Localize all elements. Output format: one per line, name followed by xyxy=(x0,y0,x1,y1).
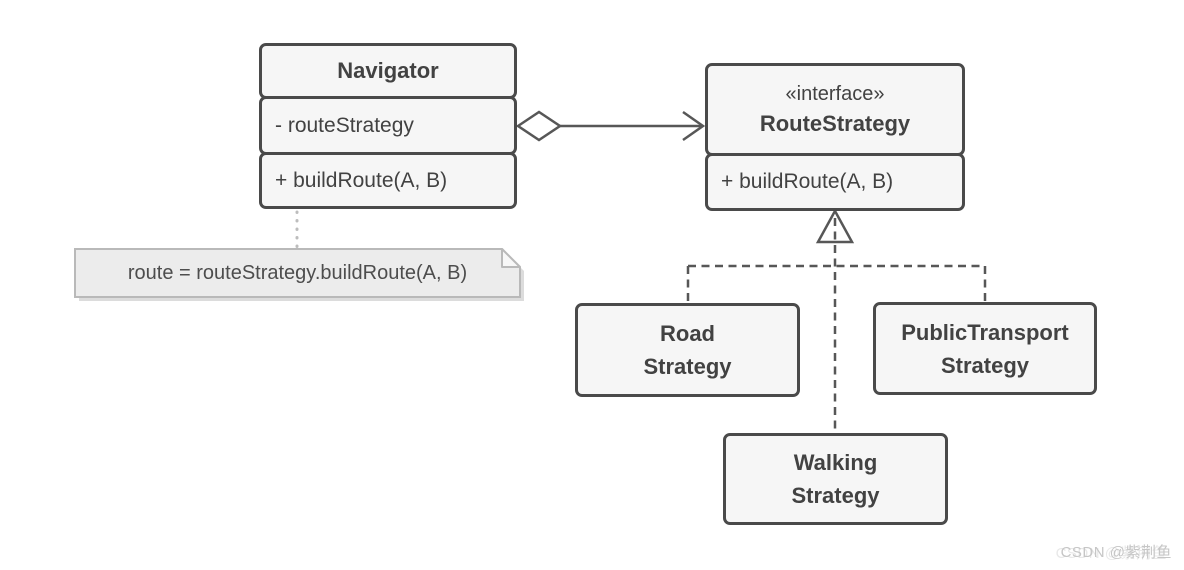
note-shape xyxy=(74,248,521,298)
navigator-attribute-compartment: - routeStrategy xyxy=(259,96,517,155)
route-strategy-interface: «interface» RouteStrategy + buildRoute(A… xyxy=(705,63,965,211)
public-transport-strategy-name-line1: PublicTransport xyxy=(901,319,1069,345)
navigator-operation-compartment: + buildRoute(A, B) xyxy=(259,152,517,209)
public-transport-strategy-name-line2: Strategy xyxy=(940,352,1030,378)
walking-strategy-name-line1: Walking xyxy=(793,450,878,475)
route-strategy-stereotype: «interface» xyxy=(785,83,885,105)
road-strategy-name-line2: Strategy xyxy=(643,354,732,379)
navigator-operation: + buildRoute(A, B) xyxy=(275,168,448,192)
csdn-watermark: CSDN @紫荆鱼 xyxy=(1060,544,1172,561)
note-fold-corner-icon xyxy=(501,248,521,268)
open-arrowhead-icon xyxy=(682,110,706,142)
road-strategy-name-line1: Road xyxy=(660,321,715,346)
walking-strategy-class: Walking Strategy xyxy=(723,433,948,525)
aggregation-diamond-icon xyxy=(515,110,563,142)
route-strategy-operation-compartment: + buildRoute(A, B) xyxy=(705,153,965,211)
navigator-class: Navigator - routeStrategy + buildRoute(A… xyxy=(259,43,517,209)
public-transport-strategy-title-compartment: PublicTransport Strategy xyxy=(873,302,1097,395)
navigator-title-compartment: Navigator xyxy=(259,43,517,99)
navigator-class-name: Navigator xyxy=(337,58,439,83)
navigator-attribute: - routeStrategy xyxy=(275,113,414,137)
route-strategy-class-name: RouteStrategy xyxy=(759,111,911,136)
walking-strategy-title-compartment: Walking Strategy xyxy=(723,433,948,525)
route-strategy-operation: + buildRoute(A, B) xyxy=(721,170,894,193)
route-strategy-title-compartment: «interface» RouteStrategy xyxy=(705,63,965,156)
walking-strategy-name-line2: Strategy xyxy=(791,483,880,508)
realization-triangle-icon xyxy=(815,208,855,244)
code-note: route = routeStrategy.buildRoute(A, B) xyxy=(127,262,468,284)
road-strategy-title-compartment: Road Strategy xyxy=(575,303,800,397)
road-strategy-class: Road Strategy xyxy=(575,303,800,397)
public-transport-strategy-class: PublicTransport Strategy xyxy=(873,302,1097,395)
